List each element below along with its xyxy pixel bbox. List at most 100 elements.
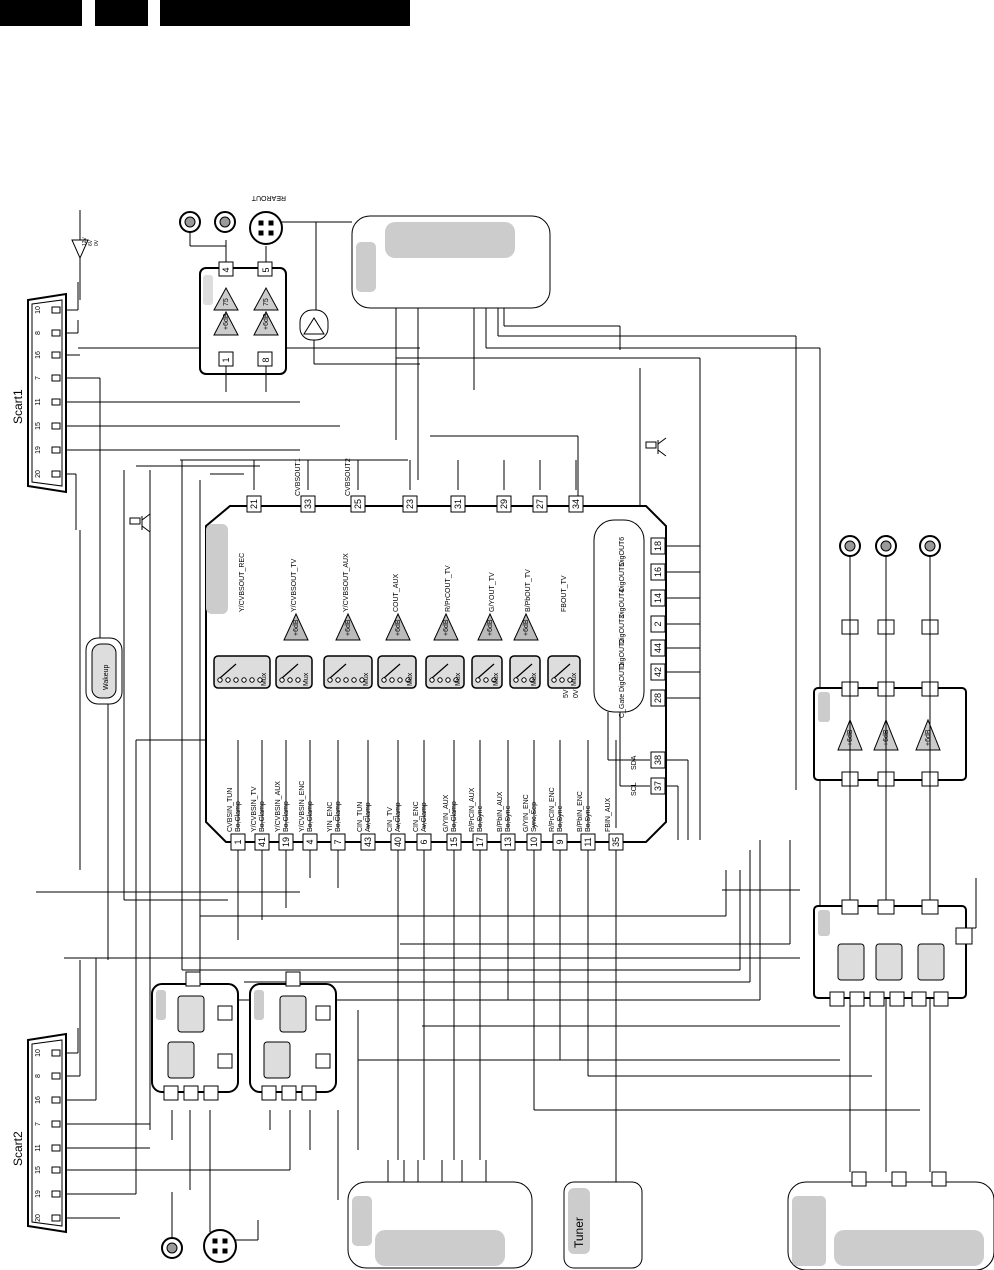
ic-input-label: B/PbIN_AUX [497,791,504,832]
scart2-switch-block-1 [151,971,239,1101]
ic-buffer-gain-label: +6dB [293,619,300,636]
scart2-pin-label: 11 [35,1144,42,1151]
ic-digout-pin-box [650,563,666,581]
ic-mux-contact [445,677,451,683]
ic-mux-contact [405,677,411,683]
scart2-pin-label: 19 [35,1190,42,1198]
tuner-label: Tuner [572,1217,586,1248]
header-tab-2 [95,0,148,26]
ic-input-pin: 40 [393,837,403,847]
ic-bus-label: SCL [631,782,638,796]
scart1-pin-socket [51,398,61,406]
ic-top-pin-box [450,495,466,513]
ic-input-label: G/YIN_AUX [443,794,450,832]
ic-top-pin-box [496,495,512,513]
ic-top-pin: 31 [453,499,463,509]
ic-input-pin-box [360,833,376,851]
ic-digout-pin: 28 [653,693,663,703]
ic-top-pin-box [532,495,548,513]
ic-mux-contact [429,677,435,683]
scart2-pin-socket [51,1049,61,1057]
transistor-right [645,437,667,457]
ic-mux-switch [219,663,237,679]
wakeup-box [85,637,123,705]
ic-mux-switch [477,663,495,679]
ic-output-label: Y/CVBSOUT_TV [291,558,298,612]
ic-input-label: R/PrCIN_AUX [469,787,476,832]
ic-digout-label: DigOUT6 [619,537,626,566]
ic-output-buffer [335,612,361,641]
ic-input-label: R/PrCIN_ENC [549,787,556,832]
rearout-label: REAROUT [251,194,286,201]
header-tab-1 [0,0,82,26]
ic-input-label: CIN_TUN [357,802,364,832]
ic-output-buffer [433,612,459,641]
ic-mux-label: Mux [261,672,268,686]
scart2-pin-socket [51,1120,61,1128]
ic-digout-pin: 16 [653,567,663,577]
ic-input-pin: 10 [529,837,539,847]
ic-output-label: FBOUT_TV [561,575,568,612]
ic-input-pin: 43 [363,837,373,847]
ic-mux-contact [381,677,387,683]
scart2-connector [27,1032,67,1234]
scart1-pin-socket [51,306,61,314]
ic-mux-contact [249,677,255,683]
ic-bus-pin-box [650,751,666,769]
ic-mux-contact [397,677,403,683]
ic-input-pin: 7 [333,839,343,844]
scart2-pin-label: 20 [35,1214,42,1222]
ic-mux-label: Mux [303,672,310,686]
bottom-interconnects [96,840,920,1182]
rearout-gain-label: +6dB [223,313,230,330]
ic-input-pin: 35 [611,837,621,847]
ic-input-pin-box [390,833,406,851]
ic-mux-contact [359,677,365,683]
top-processor-box [351,215,551,309]
scart1-level-12v: 12V [82,236,88,246]
ic-mux-contact [491,677,497,683]
ic-top-pin-box [402,495,418,513]
ic-input-pin-box [608,833,624,851]
ic-mux-contact [475,677,481,683]
rearout-load-label: 75 [263,298,270,306]
scart1-pin-label: 15 [35,422,42,430]
ic-mux-switch [281,663,299,679]
ic-mux-block [275,655,313,689]
ic-digout-pin-box [650,639,666,657]
scart1-pin-label: 20 [35,470,42,478]
ic-mux-switch [515,663,533,679]
ic-mux-label: Mux [571,672,578,686]
ic-mux-label: Mux [493,672,500,686]
ic-input-pin: 19 [281,837,291,847]
rearout-pin-label: 1 [221,357,231,362]
header-tab-3 [160,0,410,26]
ic-digout-pin-box [650,589,666,607]
ic-buffer-gain-label: +6dB [523,619,530,636]
ic-input-pin: 9 [555,839,565,844]
ic-input-pin-box [278,833,294,851]
ic-digout-label: DigOUT2 [619,639,626,668]
ic-bus-pin-box [650,777,666,795]
ic-output-label: B/PbOUT_TV [525,569,532,612]
scart2-pin-label: 10 [35,1049,42,1057]
rearout-block [199,240,287,392]
rearout-connectors [179,211,352,310]
ic-mux-contact [233,677,239,683]
ic-mux-contact [437,677,443,683]
ic-mux-contact [453,677,459,683]
ic-output-label: COUT_AUX [393,574,400,612]
ic-output-label: Y/CVBSOUT_AUX [343,553,350,612]
rearout-load-label: 75 [223,298,230,306]
rearout-pin-label: 4 [221,267,231,272]
scart1-pin-socket [51,446,61,454]
ic-mux-contact [351,677,357,683]
ic-output-buffer [477,612,503,641]
ic-mux-switch [553,663,571,679]
ic-input-pin: 41 [257,837,267,847]
ic-buffer-gain-label: +6dB [487,619,494,636]
ic-output-buffer [385,612,411,641]
scart1-level-0v: 0V [94,239,100,246]
ic-digout-label: DigOUT1 [619,663,626,692]
ic-digout-pin-box [650,689,666,707]
